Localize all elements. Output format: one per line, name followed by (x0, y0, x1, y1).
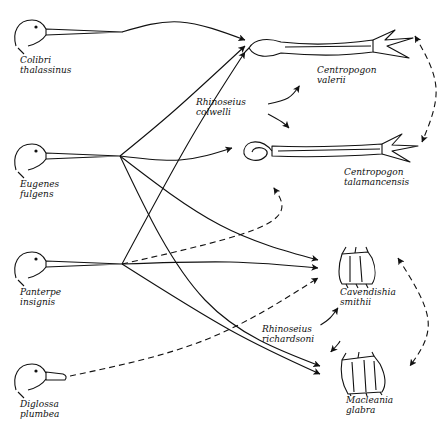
bird-eye (34, 369, 37, 372)
dashed-arrow (415, 36, 436, 142)
urn-flower (320, 352, 410, 396)
flower: Centropogon valerii (245, 26, 415, 86)
species-name: Panterpe insignis (20, 288, 92, 308)
bird-head: Diglossa plumbea (12, 362, 70, 420)
drawing-stroke (244, 142, 272, 160)
drawing-stroke (245, 48, 249, 52)
drawing-stroke (352, 360, 376, 392)
species-name: Diglossa plumbea (20, 400, 70, 420)
hummingbird-head (12, 250, 122, 288)
bird-eye (34, 25, 37, 28)
bird-head: Eugenes fulgens (12, 142, 120, 200)
visit-arrow (321, 308, 339, 325)
dashed-arrow (398, 258, 428, 366)
drawing-stroke (18, 392, 24, 398)
visit-arrow (122, 264, 320, 374)
drawing-stroke (382, 134, 418, 162)
species-name: Rhinoseius colwelli (196, 98, 268, 118)
visit-arrow (122, 52, 245, 264)
bird-head: Colibri thalassinus (12, 18, 122, 76)
urn-flower (318, 246, 398, 288)
tubular-flower (245, 26, 415, 66)
drawing-stroke (278, 149, 380, 151)
flower: Cavendishia smithii (318, 246, 398, 308)
drawing-stroke (342, 247, 368, 254)
flower: Macleania glabra (320, 352, 410, 416)
drawing-stroke (350, 256, 362, 282)
drawing-stroke (46, 153, 120, 159)
visit-arrow (122, 22, 245, 40)
bird-eye (34, 257, 37, 260)
species-name: Centropogon valerii (317, 66, 389, 86)
drawing-stroke (15, 364, 46, 390)
drawing-stroke (341, 356, 385, 394)
drawing-stroke (15, 144, 46, 170)
species-name: Rhinoseius richardsoni (262, 325, 334, 345)
flower: Centropogon talamancensis (232, 128, 422, 188)
drawing-stroke (249, 40, 373, 57)
bird-head: Panterpe insignis (12, 250, 122, 308)
drawing-stroke (18, 280, 24, 286)
species-name: Colibri thalassinus (20, 56, 92, 76)
visit-arrow (122, 262, 318, 268)
drawing-stroke (18, 48, 24, 54)
flowerpiercer-head (12, 362, 70, 400)
drawing-stroke (15, 252, 46, 278)
drawing-stroke (339, 252, 375, 284)
visit-arrow (268, 86, 299, 104)
visit-arrow (331, 341, 340, 352)
drawing-stroke (18, 172, 24, 178)
bird-eye (34, 149, 37, 152)
tubular-flower (232, 128, 422, 168)
drawing-stroke (285, 46, 371, 47)
drawing-stroke (46, 29, 122, 35)
drawing-stroke (46, 261, 122, 267)
species-name: Eugenes fulgens (20, 180, 92, 200)
dashed-arrow (122, 188, 282, 264)
drawing-stroke (342, 352, 374, 360)
visit-arrow (120, 148, 232, 160)
species-name: Cavendishia smithii (340, 288, 398, 308)
mite-label: Rhinoseius colwelli (196, 98, 268, 118)
drawing-stroke (15, 20, 46, 46)
species-name: Centropogon talamancensis (344, 168, 416, 188)
hummingbird-head (12, 142, 120, 180)
visit-arrow (120, 156, 318, 260)
visit-arrow (268, 114, 289, 128)
species-name: Macleania glabra (346, 396, 410, 416)
drawing-stroke (373, 30, 413, 58)
drawing-stroke (46, 372, 66, 380)
hummingbird-head (12, 18, 122, 56)
mite-label: Rhinoseius richardsoni (262, 325, 340, 345)
drawing-stroke (272, 144, 382, 157)
